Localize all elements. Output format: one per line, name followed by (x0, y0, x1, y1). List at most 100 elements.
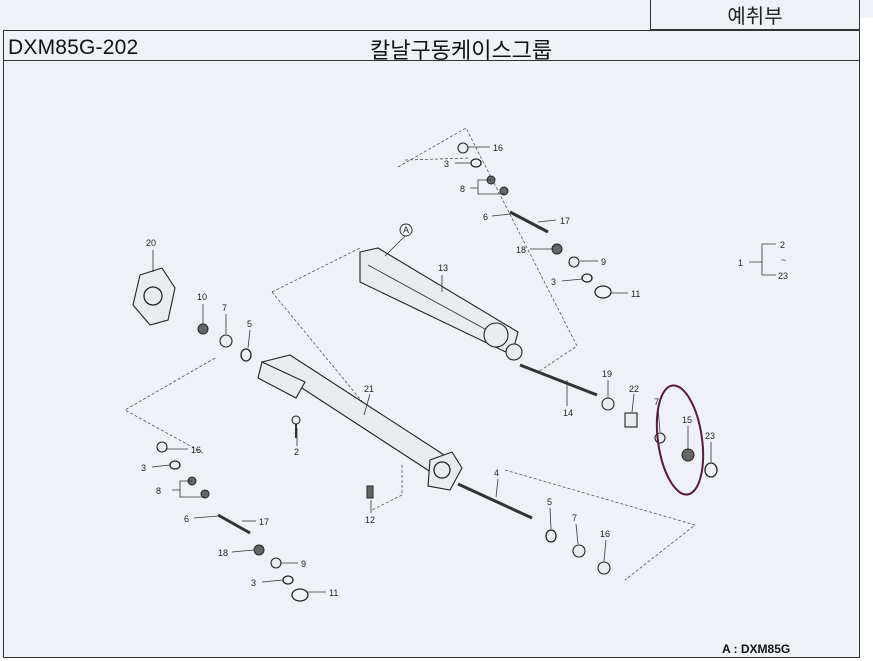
upper-subassembly-outline (397, 127, 578, 373)
leader-16b (603, 539, 607, 562)
label-5: 5 (247, 319, 252, 329)
leader-5b (549, 507, 552, 530)
seal-16-lower-left (156, 441, 168, 453)
ring-23 (704, 462, 718, 478)
main-outline-top (271, 247, 361, 293)
collar-22 (624, 412, 638, 428)
leader-A (384, 235, 406, 257)
label-23: 23 (705, 431, 715, 441)
shaft-14 (519, 363, 598, 397)
leader-3c (151, 464, 171, 468)
label-17b: 17 (259, 517, 269, 527)
label-3c: 3 (141, 463, 146, 473)
bolt-12 (366, 485, 374, 499)
bearing-housing-20 (132, 267, 176, 326)
label-6b: 6 (184, 514, 189, 524)
label-15: 15 (682, 415, 692, 425)
ring-5-lower (545, 529, 557, 543)
ring-3-upper-b (581, 273, 593, 283)
label-6: 6 (483, 212, 488, 222)
seal-11-lower (291, 588, 309, 602)
upper-case-rib (367, 264, 506, 341)
label-7: 7 (222, 303, 227, 313)
leader-17a (537, 219, 557, 223)
label-9: 9 (601, 257, 606, 267)
label-16: 16 (493, 143, 503, 153)
label-7c: 7 (572, 513, 577, 523)
bearing-7-left (219, 334, 233, 348)
label-12: 12 (365, 515, 375, 525)
header-divider (3, 60, 860, 61)
seal-16-upper (457, 142, 469, 154)
callout-A-circle (399, 223, 413, 237)
leader-3d (261, 579, 284, 583)
bearing-8-lower-b (200, 489, 210, 499)
page-edge (860, 18, 873, 661)
housing-bore (143, 286, 163, 306)
leader-7c (575, 523, 579, 545)
shaft-4 (457, 482, 533, 520)
leader-6b (193, 515, 219, 519)
model-code: DXM85G-202 (8, 36, 139, 59)
label-7b: 7 (654, 397, 659, 407)
label-range-23: 23 (778, 271, 788, 281)
bolt-2-head (291, 415, 301, 425)
model-footnote: A : DXM85G (722, 642, 791, 656)
seal-11-upper (594, 285, 612, 299)
ring-3-upper-a (470, 158, 482, 168)
label-range-tilde: ~ (781, 255, 786, 265)
label-8: 8 (460, 184, 465, 194)
upper-case-boss (505, 343, 523, 361)
leader-5a (247, 329, 251, 349)
bearing-9-upper (568, 256, 580, 268)
bearing-7-lower (572, 544, 586, 558)
lower-subassembly-outline (124, 357, 216, 455)
gear-18-lower (253, 544, 265, 556)
label-3b: 3 (551, 277, 556, 287)
shaft-17-upper (509, 210, 549, 234)
label-4: 4 (494, 468, 499, 478)
highlight-ellipse (655, 384, 705, 496)
label-5b: 5 (547, 497, 552, 507)
bearing-10 (197, 323, 209, 335)
callout-A: A (403, 225, 409, 235)
ring-5-left (240, 348, 252, 362)
label-22: 22 (629, 384, 639, 394)
label-3: 3 (444, 159, 449, 169)
leader-3b (561, 278, 583, 282)
label-range-2: 2 (780, 240, 785, 250)
range-bracket (749, 243, 776, 276)
label-19: 19 (602, 369, 612, 379)
leader-8a (470, 179, 504, 195)
upper-case-body (359, 247, 519, 356)
bolt-outline (371, 465, 403, 511)
label-17: 17 (560, 216, 570, 226)
label-10: 10 (197, 292, 207, 302)
label-13: 13 (438, 263, 448, 273)
label-9b: 9 (301, 559, 306, 569)
leader-22 (631, 393, 635, 413)
label-16c: 16 (191, 445, 201, 455)
leader-8b (172, 480, 205, 498)
ring-3-lower-b (282, 575, 294, 585)
main-case-flange (427, 451, 463, 491)
flange-bore (433, 461, 451, 479)
label-16b: 16 (600, 529, 610, 539)
label-8b: 8 (156, 486, 161, 496)
page-edge-bottom (0, 658, 873, 661)
leader-4 (495, 478, 499, 498)
main-case-tube (260, 354, 456, 479)
upper-case-hub (483, 322, 509, 348)
label-18b: 18 (218, 548, 228, 558)
leader-18b (231, 549, 255, 553)
main-case-bracket (257, 361, 306, 399)
gear-15 (681, 448, 695, 462)
bearing-19 (601, 397, 615, 411)
ring-3-lower-a (169, 460, 181, 470)
label-18: 18 (516, 245, 526, 255)
label-3d: 3 (251, 578, 256, 588)
label-2: 2 (294, 447, 299, 457)
upper-leader-top (404, 157, 471, 161)
